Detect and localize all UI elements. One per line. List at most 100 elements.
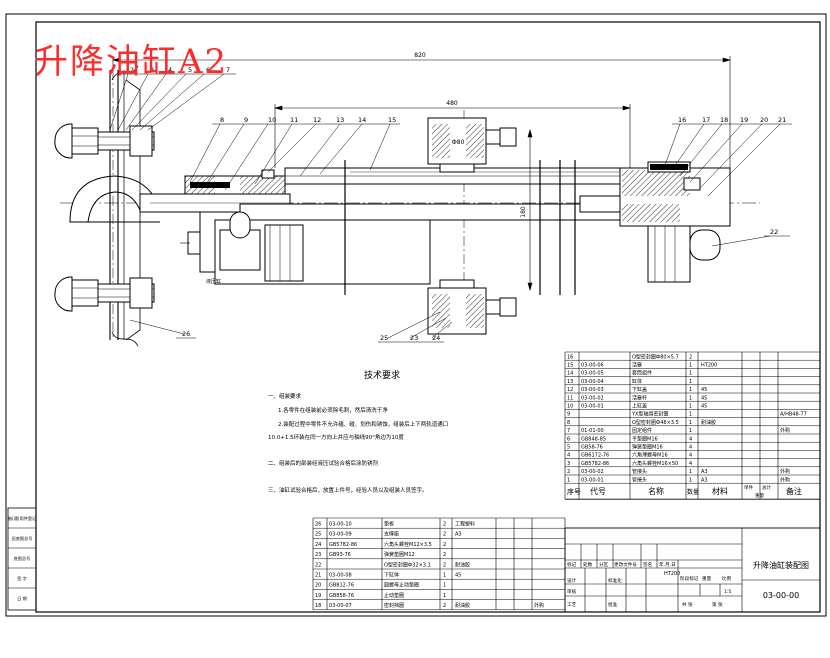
pipe-fitting-top: Ф80 [427, 117, 517, 173]
bom-name: 垫板 [384, 521, 394, 528]
inner-border [35, 21, 821, 613]
tb-label: 比例 [722, 575, 732, 582]
tech-item: 10.0+1.5环装在同一方向上并应与轴线90°角边为10度 [268, 433, 404, 441]
bom-code: 03-00-08 [329, 573, 352, 579]
bom-seq: 18 [315, 603, 321, 609]
tb-label: 重量 [702, 575, 712, 582]
overlay-title: 升降油缸A2 [34, 42, 229, 82]
bom-name: 固定组件 [632, 427, 652, 434]
bom-code: GB5782-86 [581, 461, 609, 467]
bom-qty: 1 [689, 387, 692, 393]
bom-qty: 4 [689, 461, 692, 467]
bom-qty: 1 [689, 428, 692, 434]
tb-label: 标记 [567, 561, 577, 568]
bom-qty: 1 [443, 583, 446, 589]
balloon: 26 [182, 330, 190, 338]
bom-qty: 1 [689, 379, 692, 385]
bom-name: O型密封圈Ф80×5.7 [632, 353, 679, 360]
bom-code: 03-00-06 [581, 363, 604, 369]
balloon: 19 [740, 116, 748, 124]
balloon: 21 [778, 116, 786, 124]
bom-qty: 1 [689, 404, 692, 410]
bore-dim: Ф80 [452, 139, 465, 146]
balloon: 5 [188, 66, 192, 74]
bom-name: 缸体 [632, 378, 642, 385]
tech-item: 二、组装后的部装经液压试验合格后涂防锈剂 [268, 459, 379, 467]
bom-name: O型密封圈Ф32×3.1 [384, 561, 431, 568]
balloon: 3 [150, 66, 154, 74]
bom-code: 03-00-02 [581, 469, 604, 475]
bom-material: A3 [701, 477, 708, 483]
bom-remark: 外购 [780, 468, 790, 475]
balloon: 25 [380, 334, 388, 342]
bom-remark: A/HB48-77 [780, 412, 807, 418]
balloon: 6 [206, 66, 210, 74]
dim-stroke: 180 [520, 206, 527, 218]
bom-material: A3 [701, 469, 708, 475]
bom-qty: 2 [443, 532, 446, 538]
balloon: 12 [313, 116, 321, 124]
bom-qty: 1 [443, 593, 446, 599]
tb-label: 第 张 [712, 601, 723, 608]
bom-seq: 26 [315, 522, 321, 528]
bom-seq: 9 [567, 412, 570, 418]
bom-header-total: 总计 [762, 484, 771, 491]
tb-label: 工艺 [567, 602, 577, 608]
bom-seq: 6 [567, 436, 570, 442]
bom-qty: 1 [689, 395, 692, 401]
bom-code: 03-00-01 [581, 404, 604, 410]
bom-seq: 13 [567, 379, 573, 385]
bom-material: 45 [455, 573, 461, 579]
strip-label: 借(通)用件登记 [8, 515, 37, 522]
bom-qty: 4 [689, 445, 692, 451]
bom-qty: 4 [689, 453, 692, 459]
tb-label: 处数 [583, 561, 593, 568]
bom-name: 圆螺母止动垫圈 [384, 582, 419, 589]
balloon: 18 [720, 116, 728, 124]
bom-seq: 21 [315, 573, 321, 579]
bom-seq: 14 [567, 371, 573, 377]
bom-code: 03-00-07 [329, 603, 352, 609]
dim-overall: 820 [414, 52, 426, 59]
bom-seq: 12 [567, 387, 573, 393]
bom-qty: 1 [689, 477, 692, 483]
bom-qty: 1 [689, 371, 692, 377]
bom-qty: 1 [689, 420, 692, 426]
balloon: 15 [388, 116, 396, 124]
bom-name: 下缸盖 [632, 386, 647, 393]
bom-name: 套筒组件 [632, 370, 652, 377]
drawing-number: 03-00-00 [763, 591, 799, 600]
bom-material: 工程塑料 [455, 521, 475, 528]
callout-label: 液压缸 [206, 278, 221, 285]
bom-name: O型密封圈Ф48×3.5 [632, 419, 679, 426]
bom-name: 管接头 [632, 476, 647, 483]
tb-label: 批准 [608, 601, 618, 608]
bom-name: 活塞杆 [632, 394, 647, 401]
tb-label: 阶段标记 [680, 575, 699, 582]
bom-material: A3 [455, 532, 462, 538]
tb-label: 设计 [567, 577, 577, 584]
bom-name: 管接头 [632, 468, 647, 475]
bom-seq: 16 [567, 354, 573, 360]
balloon: 17 [702, 116, 710, 124]
pipe-fitting-bottom [427, 279, 517, 335]
bom-seq: 15 [567, 363, 573, 369]
cylinder-assembly: Ф80 液压缸 [54, 52, 792, 347]
bolt-bottom [54, 276, 155, 312]
bom-header-name: 名称 [648, 486, 664, 496]
bom-name: 密封挡圈 [384, 602, 404, 609]
bom-code: 03-00-03 [581, 387, 604, 393]
dimension-lines: 820 480 180 [111, 52, 732, 292]
bom-material: 45 [701, 387, 707, 393]
bom-material: 耐油胶 [455, 602, 470, 609]
bom-code: 03-00-10 [329, 522, 352, 528]
bom-code: 01-01-00 [581, 428, 604, 434]
bom-seq: 3 [567, 461, 570, 467]
bom-code: GB6172-76 [581, 453, 609, 459]
strip-label: 日 期 [17, 596, 27, 602]
balloon: 13 [336, 116, 344, 124]
bom-remark: 外购 [780, 476, 790, 483]
